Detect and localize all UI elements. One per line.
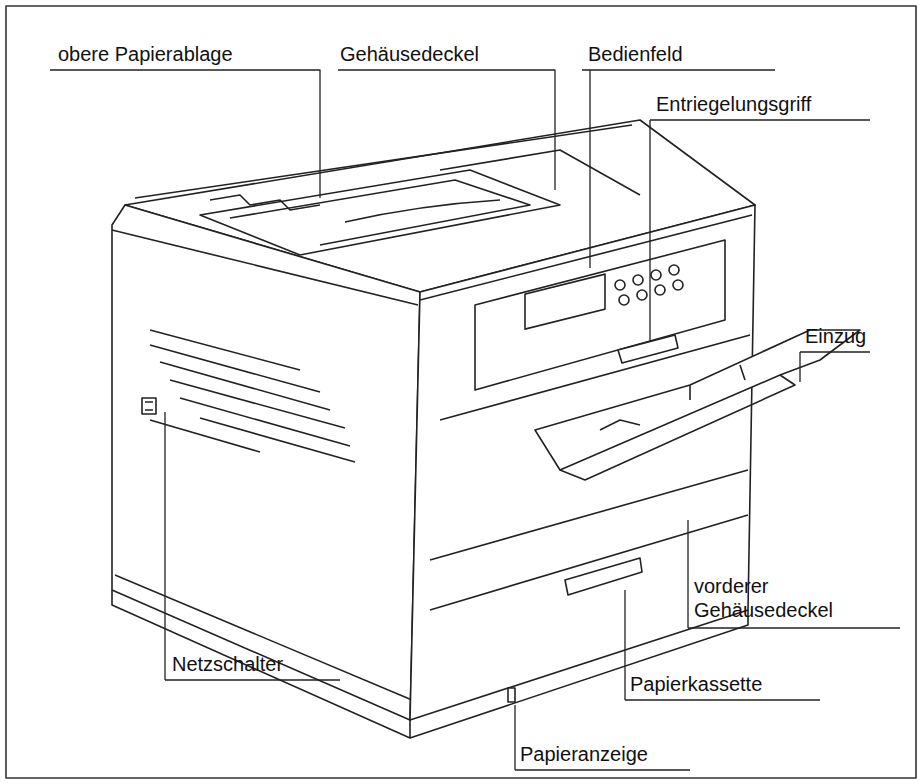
part-label: Gehäusedeckel	[340, 42, 479, 66]
part-label: Papierkassette	[630, 672, 762, 696]
part-label: obere Papierablage	[58, 42, 233, 66]
part-label: Netzschalter	[172, 652, 283, 676]
printer-body	[112, 120, 860, 738]
part-label: Bedienfeld	[588, 42, 683, 66]
part-label: Papieranzeige	[520, 742, 648, 766]
panel-buttons	[615, 265, 683, 305]
part-label: Einzug	[805, 324, 866, 348]
part-label: vorderer Gehäusedeckel	[694, 574, 844, 622]
leader-lines	[50, 70, 900, 770]
frame	[6, 6, 916, 778]
part-label: Entriegelungsgriff	[656, 92, 811, 116]
